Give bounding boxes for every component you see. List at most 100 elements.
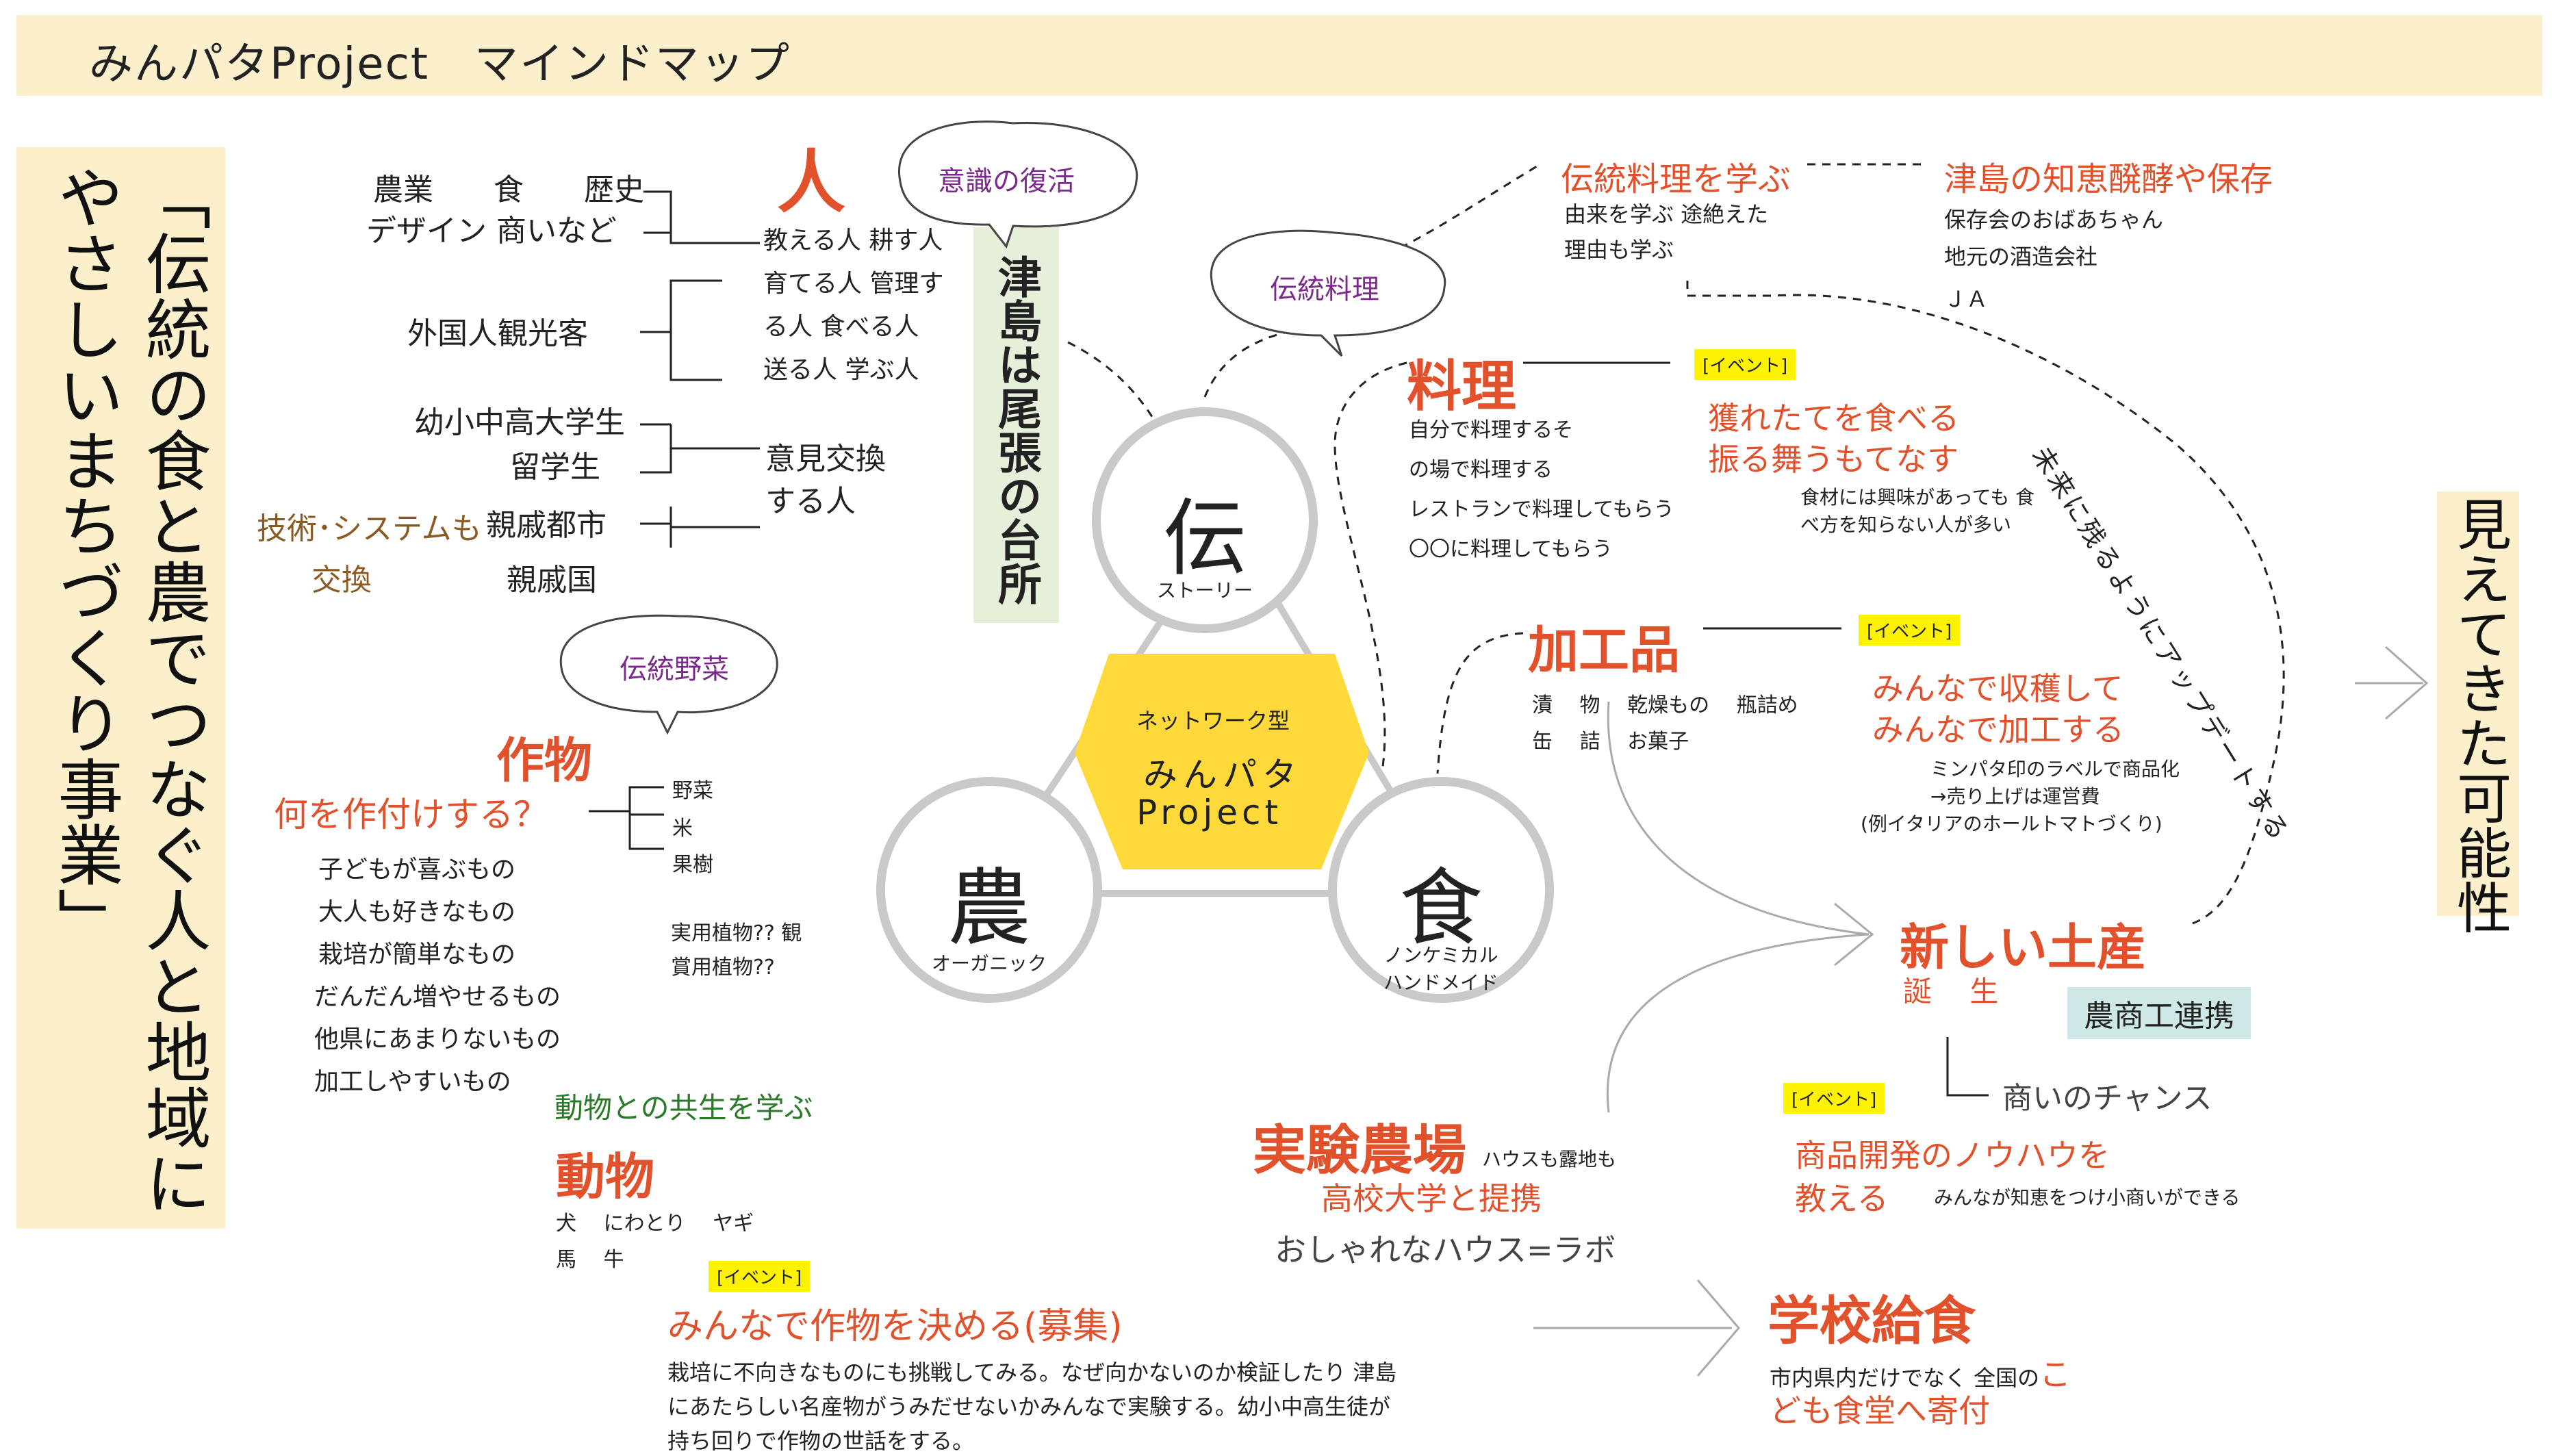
hito-row2: 外国人観光客 (407, 316, 588, 351)
kakou-ev1: みんなで収穫して (1872, 670, 2123, 707)
den-char: 伝 (1163, 490, 1247, 587)
nou-sub: オーガニック (931, 952, 1047, 975)
shouhin-line2: 教える (1795, 1180, 1889, 1217)
miyage-sub: 誕 生 (1903, 975, 1999, 1008)
hito-right3: る人 食べる人 (763, 313, 919, 341)
dentou-manabu-line2: 理由も学ぶ (1564, 237, 1674, 263)
kakou-line2: 缶 詰 お菓子 (1532, 730, 1689, 754)
kind-yasai: 野菜 (672, 779, 713, 803)
chie-title: 津島の知恵醗酵や保存 (1944, 160, 2273, 199)
kimeru-line1: 栽培に不向きなものにも挑戦してみる。なぜ向かないのか検証したり 津島 (667, 1359, 1397, 1385)
hito-right1: 教える人 耕す人 (763, 227, 943, 255)
kyushoku-line1a: 市内県内だけでなく 全国の (1770, 1365, 2040, 1391)
kakou-line1: 漬 物 乾燥もの 瓶詰め (1532, 693, 1798, 717)
hito-title: 人 (777, 142, 845, 222)
sakumotsu-title: 作物 (496, 732, 592, 789)
sakumotsu-item: 加工しやすいもの (314, 1068, 511, 1096)
tsushima-text: 津島は尾張の台所 (991, 255, 1041, 605)
hito-iken2: する人 (765, 484, 856, 519)
hito-row3a: 幼小中高大学生 (414, 405, 625, 440)
kakou-note2: →売り上げは運営費 (1930, 785, 2100, 808)
hito-right2: 育てる人 管理す (763, 270, 944, 298)
kimeru-line2: にあたらしい名産物がうみだせないかみんなで実験する。幼小中高生徒が (667, 1394, 1391, 1420)
doubutsu-line2: 馬 牛 (556, 1248, 624, 1272)
den-sub: ストーリー (1156, 579, 1253, 602)
ryouri-note1: 食材には興味があっても 食 (1800, 486, 2035, 509)
event-tag-ryouri: [イベント] (1694, 349, 1796, 380)
shouhin-note: みんなが知恵をつけ小商いができる (1934, 1186, 2241, 1209)
hito-row1a: 農業 食 歴史 (373, 173, 644, 207)
shouhin-line1: 商品開発のノウハウを (1795, 1137, 2110, 1174)
kind-kaju: 果樹 (672, 853, 713, 877)
nou-char: 農 (947, 860, 1031, 957)
sakumotsu-question: 何を作付けする？ (274, 795, 548, 834)
hito-tech1: 技術･システムも (257, 511, 482, 546)
jikken-note: ハウスも露地も (1482, 1148, 1617, 1171)
bubble-dentou-ryouri: 伝統料理 (1270, 274, 1379, 305)
page-title: みんパタProject マインドマップ (89, 39, 791, 90)
sakumotsu-item: 子どもが喜ぶもの (318, 856, 516, 884)
sakumotsu-item: だんだん増やせるもの (314, 983, 561, 1011)
header-bar (16, 15, 2542, 96)
kakou-note3: (例イタリアのホールトマトづくり) (1861, 813, 2162, 835)
hito-iken1: 意見交換 (765, 442, 886, 476)
sakumotsu-item: 大人も好きなもの (318, 898, 516, 926)
kyushoku-line1: 市内県内だけでなく 全国のこ (1770, 1350, 2071, 1395)
bubble-ishiki: 意識の復活 (938, 166, 1075, 197)
ryouri-item: の場で料理する (1409, 458, 1553, 482)
shoku-sub1: ノンケミカル (1383, 944, 1498, 967)
kyushoku-title: 学校給食 (1768, 1290, 1976, 1351)
chie-line1: 保存会のおばあちゃん (1944, 207, 2164, 233)
center-top-label: ネットワーク型 (1136, 708, 1290, 734)
ryouri-list: 自分で料理するそ の場で料理する レストランで料理してもらう 〇〇に料理してもら… (1409, 411, 1674, 570)
left-title-box (16, 147, 225, 1229)
ryouri-title: 料理 (1407, 355, 1516, 418)
doubutsu-line1: 犬 にわとり ヤギ (556, 1212, 754, 1236)
doubutsu-title: 動物 (556, 1148, 655, 1205)
ryouri-ev1: 獲れたてを食べる (1708, 400, 1960, 437)
doubutsu-lead: 動物との共生を学ぶ (554, 1091, 813, 1125)
ryouri-item: 自分で料理するそ (1409, 418, 1573, 442)
noushoukou-badge: 農商工連携 (2067, 987, 2251, 1039)
center-main1: みんパタ (1143, 755, 1302, 795)
hito-row5: 親戚国 (507, 563, 597, 598)
dentou-manabu-title: 伝統料理を学ぶ (1561, 160, 1791, 199)
right-vertical-title: 見えてきた可能性 (2448, 496, 2512, 934)
event-tag-kimeru: [イベント] (709, 1261, 811, 1292)
kind-kome: 米 (672, 817, 693, 841)
ryouri-ev2: 振る舞うもてなす (1708, 441, 1959, 478)
sakumotsu-item: 他県にあまりないもの (314, 1025, 561, 1053)
jikken-title: 実験農場 (1253, 1120, 1467, 1182)
chie-line2: 地元の酒造会社 (1944, 244, 2098, 270)
miyage-chance: 商いのチャンス (2002, 1081, 2212, 1116)
sakumotsu-item: 栽培が簡単なもの (318, 941, 516, 969)
ryouri-item: 〇〇に料理してもらう (1409, 537, 1613, 561)
kakou-ev2: みんなで加工する (1872, 711, 2124, 748)
circle-nou: 農 オーガニック (876, 777, 1102, 1003)
shoku-char: 食 (1399, 860, 1483, 957)
miyage-title: 新しい土産 (1900, 919, 2147, 976)
circle-shoku: 食 ノンケミカル ハンドメイド (1328, 777, 1554, 1003)
event-tag-shouhin: [イベント] (1783, 1083, 1885, 1114)
kimeru-line3: 持ち回りで作物の世話をする。 (667, 1428, 975, 1454)
hito-right4: 送る人 学ぶ人 (763, 356, 919, 384)
jikken-labo: おしゃれなハウス=ラボ (1275, 1231, 1616, 1268)
bubble-dentou-yasai: 伝統野菜 (620, 654, 729, 685)
hito-row1b: デザイン 商いなど (366, 214, 617, 248)
right-title-box (2437, 491, 2519, 916)
hito-tech2: 交換 (311, 563, 372, 598)
jikken-teikei: 高校大学と提携 (1321, 1180, 1542, 1217)
hito-row4: 親戚都市 (486, 508, 607, 543)
left-vertical-title: 「伝統の食と農でつなぐ人と地域にやさしいまちづくり事業」 (47, 164, 211, 1216)
center-main2: Project (1136, 793, 1283, 832)
event-tag-kakou: [イベント] (1859, 615, 1961, 646)
center-shape (1075, 654, 1369, 869)
ryouri-note2: べ方を知らない人が多い (1800, 513, 2012, 536)
shoku-sub2: ハンドメイド (1383, 971, 1498, 994)
kyushoku-line1b: こ (2039, 1356, 2071, 1393)
kimeru-title: みんなで作物を決める(募集) (667, 1306, 1123, 1347)
circle-den: 伝 ストーリー (1092, 407, 1318, 633)
jitsuyo1: 実用植物?? 観 (671, 921, 802, 945)
hito-row3b: 留学生 (510, 450, 600, 485)
